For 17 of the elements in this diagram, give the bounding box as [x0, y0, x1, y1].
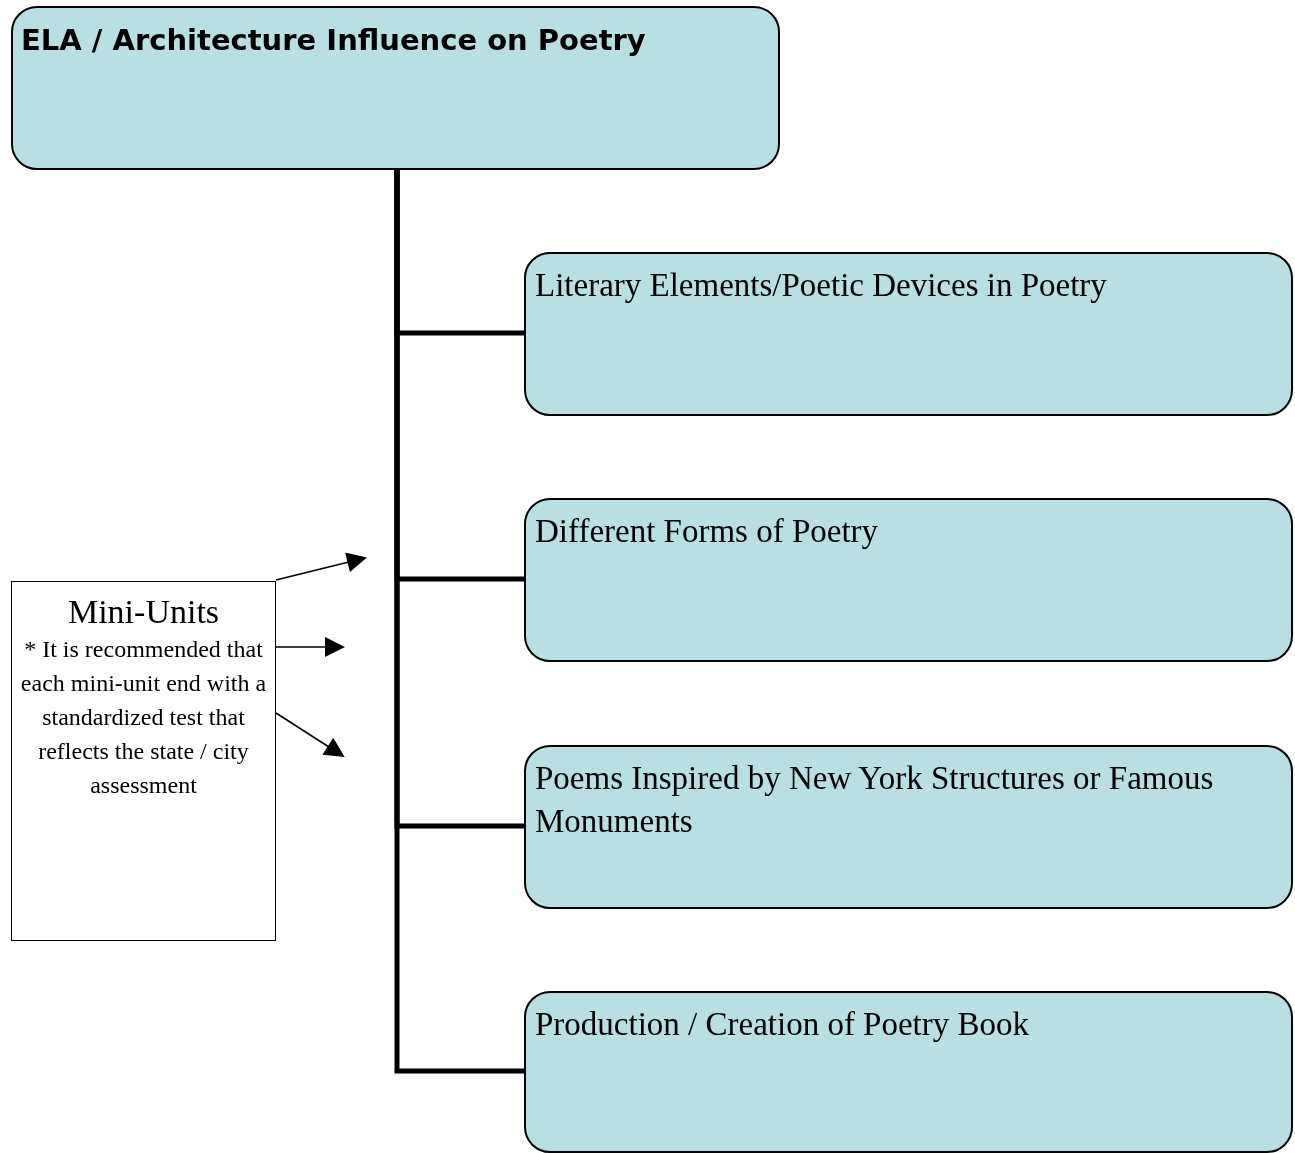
topic-box [524, 991, 1293, 1153]
arrow [275, 712, 345, 758]
topic-text: Poems Inspired by New York Structures or Famous Monuments [535, 759, 1215, 841]
note-heading: Mini-Units [67, 592, 220, 632]
title-text: ELA / Architecture Influence on Poetry [21, 22, 647, 59]
topic-box [524, 498, 1293, 662]
title-box [11, 6, 780, 170]
topic-text: Different Forms of Poetry [535, 512, 880, 551]
topic-box [524, 252, 1293, 416]
note-text: * It is recommended that each mini-unit end with a standardized test that reflects the state / city assessment [19, 635, 268, 800]
topic-box [524, 745, 1293, 909]
arrow [275, 552, 367, 581]
note-box [11, 581, 276, 941]
topic-text: Production / Creation of Poetry Book [535, 1005, 1031, 1044]
topic-text: Literary Elements/Poetic Devices in Poetry [535, 266, 1108, 305]
connector-line [394, 170, 524, 1074]
arrow [275, 637, 345, 657]
